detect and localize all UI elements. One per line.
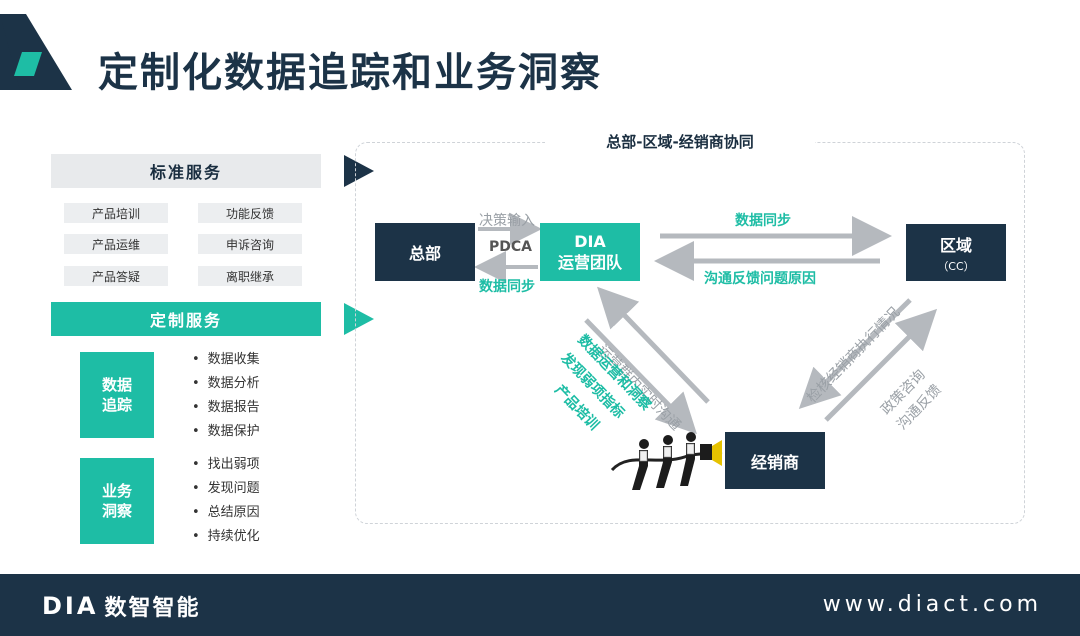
service-pill: 产品运维 xyxy=(64,234,168,254)
list-item: 发现问题 xyxy=(192,477,260,501)
panel-title: 总部-区域-经销商协同 xyxy=(545,131,815,152)
triangle-arrow-icon xyxy=(344,155,374,187)
standard-service-header: 标准服务 xyxy=(51,154,321,188)
dia-ops-box: DIA 运营团队 xyxy=(540,223,640,281)
page-title: 定制化数据追踪和业务洞察 xyxy=(98,50,602,96)
footer-brand-name: 数智智能 xyxy=(104,596,201,621)
service-pill: 功能反馈 xyxy=(198,203,302,223)
region-label: 区域 xyxy=(939,235,972,255)
service-pill: 产品答疑 xyxy=(64,266,168,286)
service-pill: 产品培训 xyxy=(64,203,168,223)
arrow-dealer-dia xyxy=(597,286,710,404)
footer-dia-logo: DIA xyxy=(42,592,99,620)
list-item: 找出弱项 xyxy=(192,453,260,477)
feedback-label: 沟通反馈问题原因 xyxy=(704,271,816,287)
data-sync-left-label: 数据同步 xyxy=(479,279,535,295)
arrow-region-dealer xyxy=(798,298,912,410)
arrow-dealer-region xyxy=(824,308,938,422)
service-pill: 申诉咨询 xyxy=(198,234,302,254)
decision-input-label: 决策输入 xyxy=(479,213,535,229)
region-sub-label: （CC） xyxy=(937,259,975,273)
ops-team-label: 运营团队 xyxy=(557,253,622,272)
dia-label: DIA xyxy=(574,232,606,251)
service-pill: 离职继承 xyxy=(198,266,302,286)
data-tracking-box: 数据 追踪 xyxy=(80,352,154,438)
region-box: 区域 （CC） xyxy=(906,224,1006,281)
footer: DIA 数智智能 www.diact.com xyxy=(0,574,1080,636)
list-item: 数据收集 xyxy=(192,348,260,372)
custom-service-header: 定制服务 xyxy=(51,302,321,336)
hq-box: 总部 xyxy=(375,223,475,281)
list-item: 持续优化 xyxy=(192,525,260,549)
data-tracking-list: 数据收集 数据分析 数据报告 数据保护 xyxy=(192,348,260,444)
tug-of-war-icon xyxy=(610,432,723,490)
dealer-box: 经销商 xyxy=(725,432,825,489)
hq-label: 总部 xyxy=(408,244,441,263)
pdca-label: PDCA xyxy=(489,239,532,255)
dealer-label: 经销商 xyxy=(750,452,799,472)
list-item: 数据报告 xyxy=(192,396,260,420)
business-insight-list: 找出弱项 发现问题 总结原因 持续优化 xyxy=(192,453,260,549)
list-item: 总结原因 xyxy=(192,501,260,525)
arrow-dia-dealer xyxy=(584,318,697,435)
business-insight-box: 业务 洞察 xyxy=(80,458,154,544)
footer-logo: DIA 数智智能 xyxy=(42,590,200,622)
data-sync-right-label: 数据同步 xyxy=(735,213,791,229)
footer-url: www.diact.com xyxy=(822,592,1042,617)
list-item: 数据保护 xyxy=(192,420,260,444)
triangle-arrow-icon xyxy=(344,303,374,335)
logo-icon xyxy=(0,14,72,90)
list-item: 数据分析 xyxy=(192,372,260,396)
